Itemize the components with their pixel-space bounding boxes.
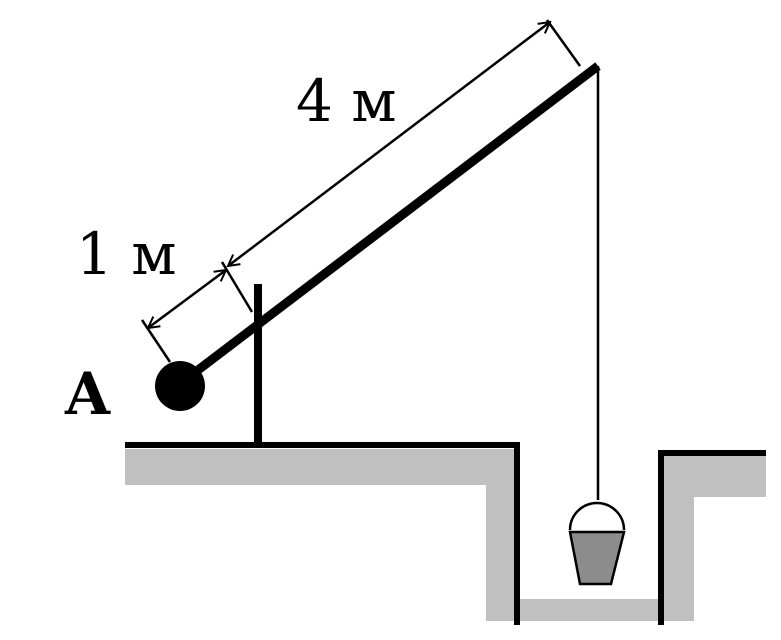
well-bottom bbox=[486, 599, 666, 621]
ground bbox=[125, 449, 766, 621]
label-1m: 1 м bbox=[76, 220, 176, 288]
ground-outline-right bbox=[658, 450, 766, 625]
bucket-water bbox=[568, 530, 626, 586]
ground-surface-right bbox=[662, 455, 766, 497]
bucket-handle bbox=[568, 501, 626, 531]
ground-surface-left bbox=[125, 449, 495, 485]
extension-line-end bbox=[545, 19, 582, 67]
extension-line-a bbox=[140, 319, 172, 363]
dimension-arrow-1m bbox=[148, 270, 226, 328]
counterweight-a bbox=[155, 361, 205, 411]
extension-line-pivot bbox=[220, 261, 254, 313]
well-wall-left bbox=[486, 449, 514, 621]
label-point-a: А bbox=[64, 360, 111, 428]
bucket bbox=[568, 501, 626, 586]
label-4m: 4 м bbox=[296, 67, 396, 135]
dimension-arrow-4m bbox=[228, 22, 550, 266]
